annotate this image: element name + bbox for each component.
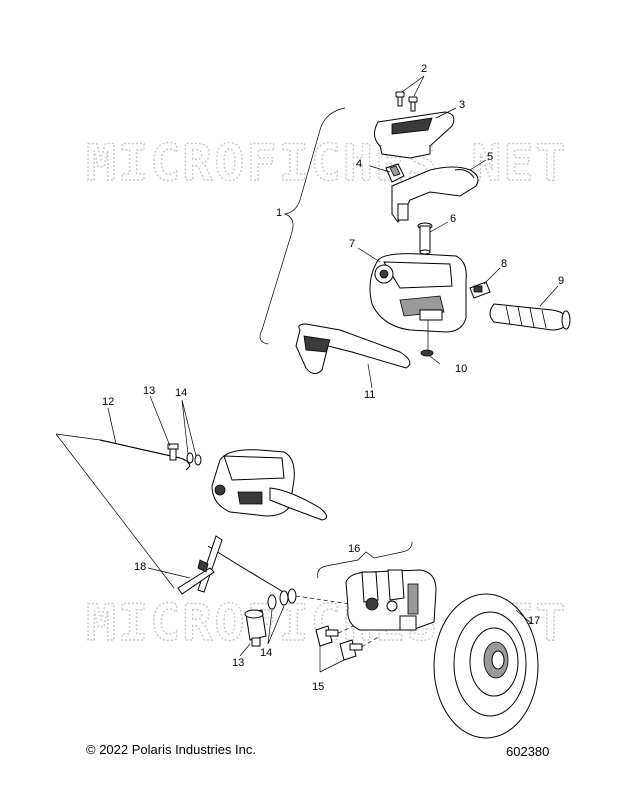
callout-16: 16 bbox=[348, 543, 360, 555]
washers-part-14-lower bbox=[267, 588, 297, 610]
master-cylinder-body-part-7 bbox=[369, 253, 467, 333]
leader-4 bbox=[369, 165, 391, 173]
leader-13-lower bbox=[239, 643, 251, 657]
alignment-line-caliper bbox=[295, 595, 351, 605]
leader-11 bbox=[367, 363, 373, 389]
banjo-bolt-part-13-lower bbox=[244, 609, 267, 647]
callout-5: 5 bbox=[487, 151, 493, 163]
callout-18: 18 bbox=[134, 561, 146, 573]
brake-disc-part-17 bbox=[433, 593, 539, 739]
callout-15: 15 bbox=[312, 681, 324, 693]
callout-14-upper: 14 bbox=[175, 387, 187, 399]
banjo-bolt-part-13-upper bbox=[167, 443, 179, 461]
callout-13-lower: 13 bbox=[232, 657, 244, 669]
callout-2: 2 bbox=[421, 63, 427, 75]
callout-10: 10 bbox=[455, 363, 467, 375]
assembly-bracket bbox=[259, 107, 346, 345]
diagram-number: 602380 bbox=[506, 744, 550, 759]
leader-5 bbox=[469, 159, 487, 171]
callout-6: 6 bbox=[450, 213, 456, 225]
boot-part-9 bbox=[489, 303, 571, 331]
leader-13-upper bbox=[149, 395, 171, 447]
screw-part-2b bbox=[408, 96, 418, 112]
leader-3 bbox=[435, 107, 457, 119]
master-cylinder-assembly bbox=[211, 449, 327, 521]
callout-11: 11 bbox=[364, 389, 375, 401]
leader-15 bbox=[319, 646, 345, 673]
leader-14-lower bbox=[267, 605, 285, 645]
callout-7: 7 bbox=[349, 238, 355, 250]
washers-part-14-upper bbox=[186, 452, 202, 466]
callout-14-lower: 14 bbox=[260, 647, 272, 659]
callout-8: 8 bbox=[501, 258, 507, 270]
leader-7 bbox=[357, 247, 381, 263]
clip-part-4 bbox=[385, 163, 405, 183]
screw-part-2a bbox=[395, 91, 405, 107]
leader-10 bbox=[427, 320, 441, 365]
leader-9 bbox=[539, 285, 559, 307]
leader-2 bbox=[401, 75, 425, 97]
pin-part-6 bbox=[417, 222, 433, 255]
callout-13-upper: 13 bbox=[143, 385, 155, 397]
leader-6 bbox=[429, 221, 449, 233]
caliper-bolt-part-15a bbox=[315, 625, 339, 647]
leader-17 bbox=[515, 609, 533, 625]
leader-12 bbox=[107, 407, 117, 445]
callout-1: 1 bbox=[276, 207, 282, 219]
watermark-top: MICROFICHES.NET bbox=[86, 134, 568, 192]
leader-18 bbox=[147, 567, 191, 579]
callout-12: 12 bbox=[102, 396, 114, 408]
callout-4: 4 bbox=[356, 158, 362, 170]
washer-part-10 bbox=[420, 349, 434, 357]
switch-part-8 bbox=[469, 281, 491, 299]
brake-line-part-12 bbox=[99, 439, 191, 471]
leader-12-b bbox=[55, 433, 175, 589]
callout-3: 3 bbox=[459, 99, 465, 111]
leader-8 bbox=[483, 267, 501, 285]
callout-17: 17 bbox=[528, 615, 540, 627]
leader-14-upper bbox=[181, 399, 197, 457]
callout-9: 9 bbox=[558, 275, 564, 287]
caliper-bolt-part-15b bbox=[339, 639, 363, 661]
copyright-notice: © 2022 Polaris Industries Inc. bbox=[86, 742, 256, 757]
brake-lever-part-11 bbox=[295, 323, 411, 374]
caliper-part-16 bbox=[345, 569, 437, 631]
pivot-bracket-part-5 bbox=[391, 166, 479, 223]
hose-bracket-part-18 bbox=[177, 535, 223, 595]
reservoir-cover-part-3 bbox=[374, 111, 455, 159]
hose-line bbox=[207, 545, 291, 597]
caliper-bracket bbox=[317, 541, 413, 579]
